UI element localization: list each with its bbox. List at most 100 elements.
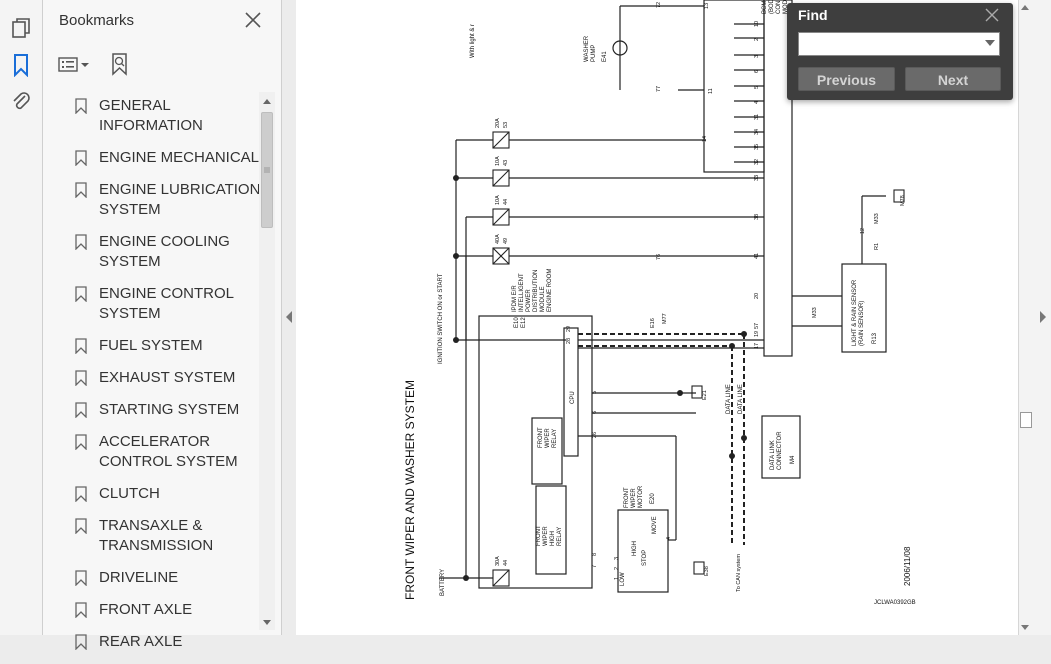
pin-number-label: 28 xyxy=(566,338,572,344)
scroll-up-icon[interactable] xyxy=(263,98,271,106)
ipdm-label: MODULE xyxy=(540,286,546,312)
attachments-icon[interactable] xyxy=(9,89,33,113)
bookmark-item[interactable]: FRONT AXLE xyxy=(68,600,263,620)
page-scroll-area[interactable] xyxy=(1018,0,1051,635)
bookmark-item[interactable]: ACCELERATOR CONTROL SYSTEM xyxy=(68,432,263,472)
find-close-icon[interactable] xyxy=(984,7,1000,23)
bookmark-label: ACCELERATOR xyxy=(99,433,211,450)
fuse-number-label: 49 xyxy=(503,238,509,244)
pin-number-label: 72 xyxy=(656,2,662,8)
pin-number-label: 3 xyxy=(614,557,620,560)
bookmark-item[interactable]: REAR AXLE xyxy=(68,632,263,652)
ignition-label: IGNITION SWITCH ON or START xyxy=(438,273,444,364)
find-title: Find xyxy=(798,7,828,23)
close-icon[interactable] xyxy=(243,10,263,30)
pin-number-label: 13 xyxy=(704,3,710,9)
bookmark-scrollbar[interactable] xyxy=(259,92,275,630)
pin-number-label: 1 xyxy=(614,577,620,580)
pin-number-label: 2 xyxy=(614,567,620,570)
scroll-thumb[interactable] xyxy=(261,112,273,228)
bookmark-item[interactable]: DRIVELINE xyxy=(68,568,263,588)
pin-number-label: 33 xyxy=(754,175,760,181)
panel-collapse-handle[interactable] xyxy=(282,0,296,635)
scroll-up-icon[interactable] xyxy=(1021,4,1029,12)
bookmark-icon xyxy=(75,286,87,302)
bookmark-label: CONTROL SYSTEM xyxy=(99,453,238,470)
battery-label: BATTERY xyxy=(440,569,446,596)
options-menu-button[interactable] xyxy=(57,52,91,76)
bookmark-item[interactable]: ENGINE MECHANICAL xyxy=(68,148,263,168)
bookmark-label: STARTING SYSTEM xyxy=(99,401,240,418)
bookmark-icon xyxy=(75,634,87,650)
diagram-title: FRONT WIPER AND WASHER SYSTEM xyxy=(403,380,417,600)
ipdm-label: POWER xyxy=(526,289,532,312)
motor-label: FRONT xyxy=(624,487,630,508)
scroll-down-icon[interactable] xyxy=(1021,623,1029,631)
connector-label: E16 xyxy=(650,318,656,328)
pin-number-label: 6 xyxy=(754,70,760,73)
motor-mode-label: STOP xyxy=(642,550,648,566)
pin-number-label: 26 xyxy=(592,432,598,438)
bookmark-label: SYSTEM xyxy=(99,253,161,270)
pin-number-label: 20 xyxy=(754,293,760,299)
bookmark-label: CLUTCH xyxy=(99,485,160,502)
pin-number-label: 5 xyxy=(754,86,760,89)
find-next-button[interactable]: Next xyxy=(905,67,1001,91)
fuse-rating-label: 10A xyxy=(495,195,501,205)
washer-pump-label: PUMP xyxy=(591,45,597,62)
bookmarks-icon[interactable] xyxy=(9,53,33,77)
data-link-connector-label: M4 xyxy=(790,455,796,464)
connector-label: M77 xyxy=(662,313,668,324)
pin-number-label: 29 xyxy=(566,326,572,332)
bookmark-item[interactable]: TRANSAXLE &TRANSMISSION xyxy=(68,516,263,556)
motor-label: WIPER xyxy=(631,488,637,508)
bookmark-icon xyxy=(75,486,87,502)
bookmark-item[interactable]: STARTING SYSTEM xyxy=(68,400,263,420)
pin-number-label: 34 xyxy=(754,129,760,135)
connector-label: M33 xyxy=(812,307,818,318)
pages-icon[interactable] xyxy=(9,16,33,40)
bookmark-icon xyxy=(75,150,87,166)
connector-label: M33 xyxy=(874,213,880,224)
bookmark-item[interactable]: FUEL SYSTEM xyxy=(68,336,263,356)
connector-label: M78 xyxy=(900,195,906,206)
find-dialog: Find Previous Next xyxy=(787,3,1013,100)
bookmark-label: REAR AXLE xyxy=(99,633,183,650)
motor-connector-label: E20 xyxy=(650,493,656,504)
find-input[interactable] xyxy=(798,32,1000,56)
pin-number-label: 31 xyxy=(754,114,760,120)
washer-connector-label: E41 xyxy=(602,51,608,62)
wiper-relay-label: RELAY xyxy=(552,429,558,448)
pin-number-label: 32 xyxy=(754,159,760,165)
pin-number-label: 14 xyxy=(702,136,708,142)
pin-number-label: 38 xyxy=(754,214,760,220)
new-bookmark-button[interactable] xyxy=(109,52,131,76)
bookmark-item[interactable]: EXHAUST SYSTEM xyxy=(68,368,263,388)
rain-sensor-label: (RAIN SENSOR) xyxy=(859,301,865,346)
bookmark-search-icon xyxy=(112,53,127,76)
bookmark-icon xyxy=(75,182,87,198)
ipdm-label: DISTRIBUTION xyxy=(533,270,539,312)
next-page-icon[interactable] xyxy=(1039,311,1047,323)
scroll-down-icon[interactable] xyxy=(263,618,271,626)
bookmark-label: DRIVELINE xyxy=(99,569,179,586)
diagram-code: JCLWA0392GB xyxy=(874,600,916,606)
bookmark-icon xyxy=(75,234,87,250)
ipdm-connector-label: E10 xyxy=(514,317,520,328)
find-previous-button[interactable]: Previous xyxy=(798,67,895,91)
list-options-icon xyxy=(58,57,89,72)
pin-number-label: 57 xyxy=(754,323,760,329)
pin-number-label: 8 xyxy=(592,553,598,556)
page-scroll-thumb[interactable] xyxy=(1020,412,1032,428)
bookmark-item[interactable]: CLUTCH xyxy=(68,484,263,504)
washer-pump-label: WASHER xyxy=(584,35,590,62)
fuse-rating-label: 10A xyxy=(495,156,501,166)
bookmark-label: GENERAL xyxy=(99,97,171,114)
find-history-dropdown-icon[interactable] xyxy=(985,40,995,46)
with-light-label: With light & r xyxy=(470,24,476,58)
data-line-label: DATA LINE xyxy=(726,384,732,414)
